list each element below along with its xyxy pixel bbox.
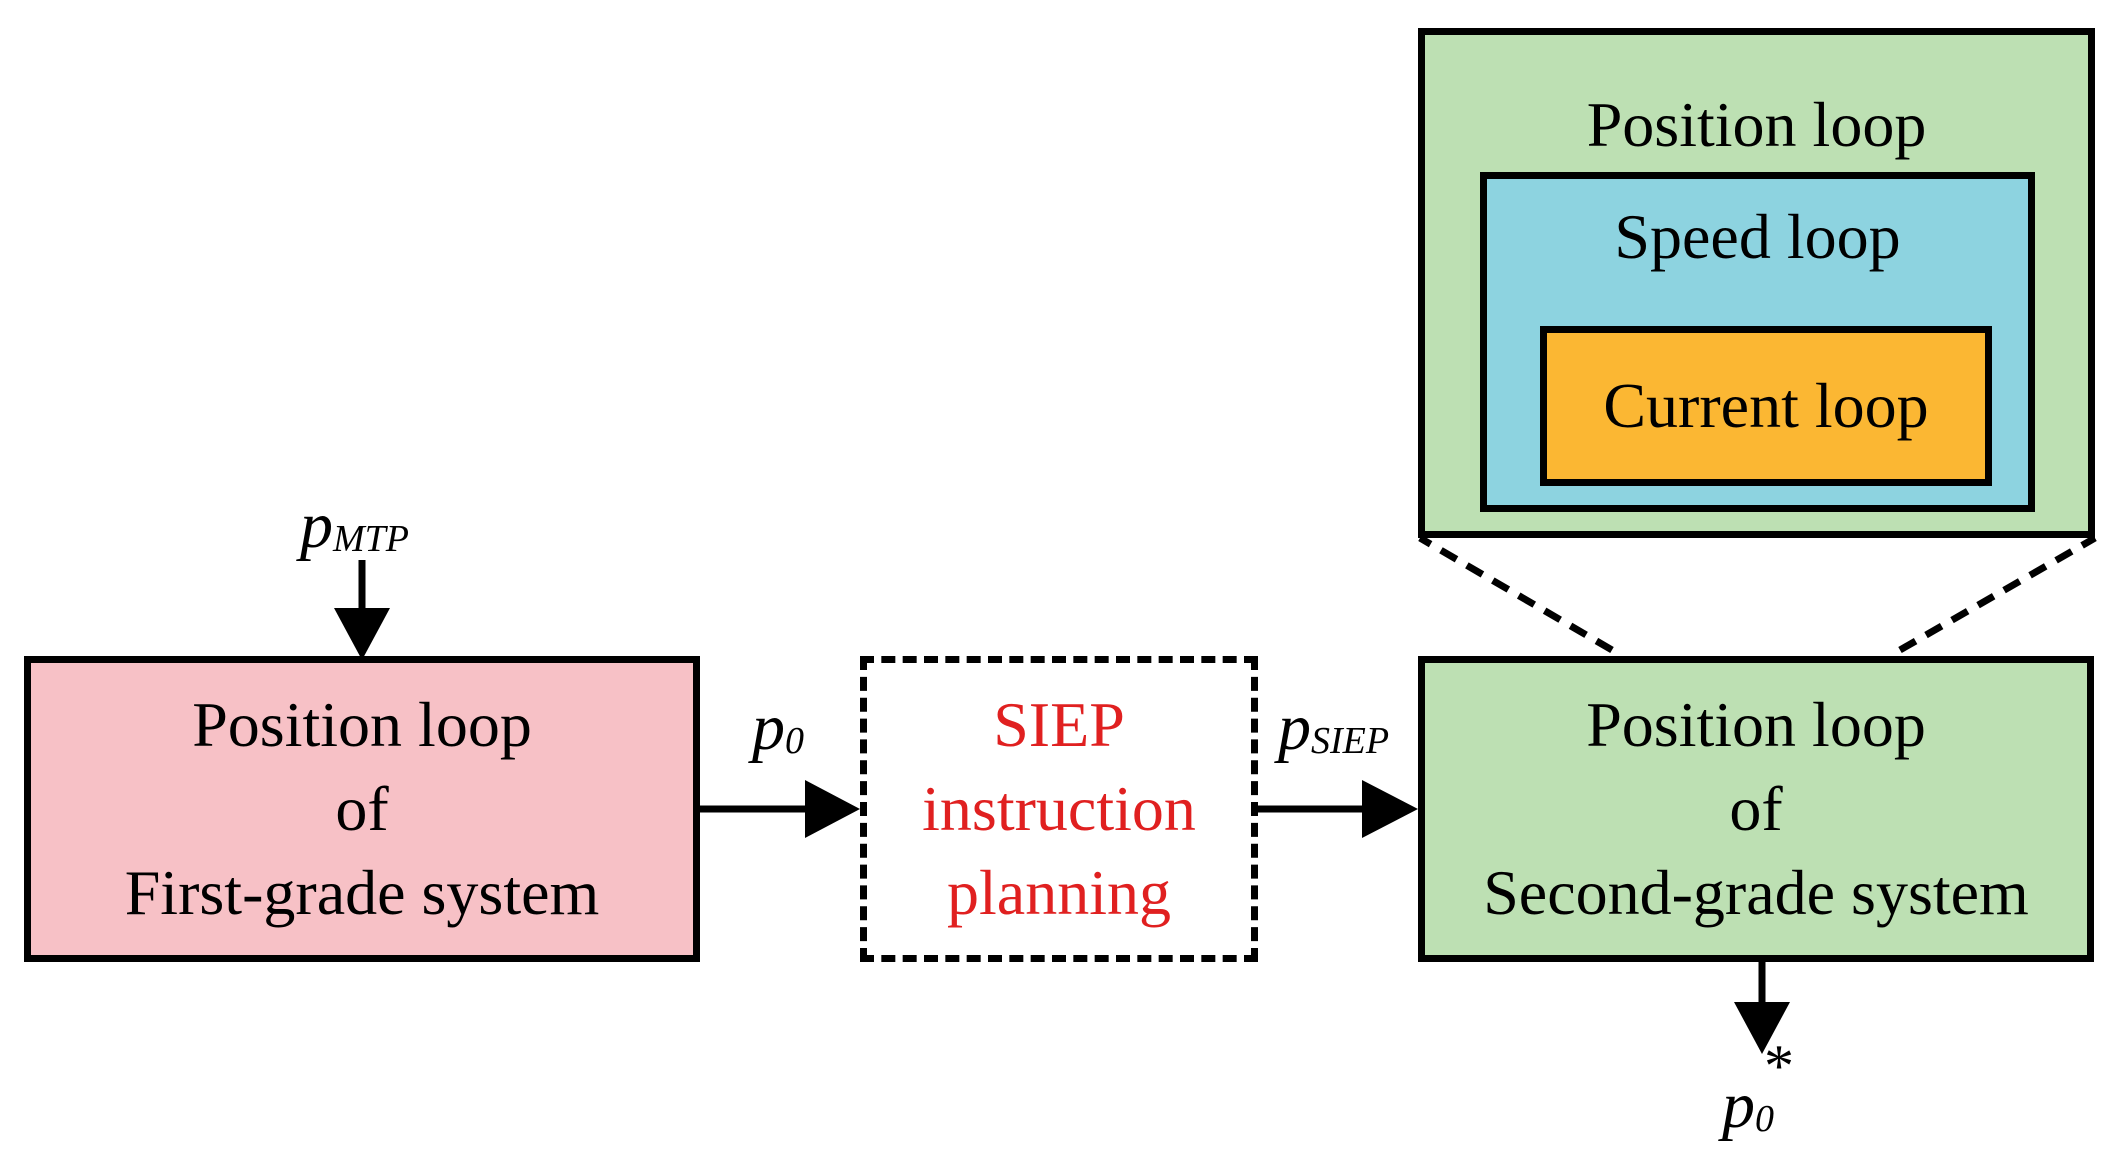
signal-p-0-star-symbol: p	[1722, 1069, 1755, 1142]
signal-p-mtp-subscript: MTP	[333, 518, 409, 560]
zoom-line-right	[1898, 534, 2097, 654]
speed-loop-label: Speed loop	[1614, 201, 1901, 272]
first-grade-line-2: of	[335, 773, 389, 844]
signal-p-0-subscript: 0	[785, 720, 804, 762]
signal-p-0-star: p0*	[1722, 1033, 1794, 1144]
second-grade-line-2: of	[1729, 773, 1783, 844]
planning-line-2: instruction	[922, 773, 1196, 844]
signal-p-0-symbol: p	[752, 691, 785, 764]
first-grade-line-1: Position loop	[192, 689, 532, 760]
planning-line-1: SIEP	[993, 689, 1125, 760]
signal-p-0-star-subscript: 0	[1755, 1098, 1774, 1140]
signal-p-mtp-symbol: p	[300, 489, 333, 562]
siep-instruction-planning-block: SIEP instruction planning	[860, 656, 1258, 962]
p0-arrowhead	[805, 780, 860, 838]
current-loop-detail: Current loop	[1540, 326, 1992, 486]
psiep-arrowhead	[1362, 780, 1418, 838]
output-arrowhead	[1734, 1002, 1790, 1054]
first-grade-position-loop-block: Position loop of First-grade system	[24, 656, 700, 962]
signal-p-siep: pSIEP	[1278, 690, 1389, 766]
current-loop-label: Current loop	[1603, 370, 1929, 441]
signal-p-siep-subscript: SIEP	[1311, 720, 1390, 762]
second-grade-position-loop-block: Position loop of Second-grade system	[1418, 656, 2094, 962]
first-grade-line-3: First-grade system	[124, 857, 600, 928]
signal-p-siep-symbol: p	[1278, 691, 1311, 764]
position-loop-label: Position loop	[1586, 89, 1927, 160]
planning-line-3: planning	[947, 857, 1171, 928]
signal-p-mtp: pMTP	[300, 488, 409, 564]
zoom-line-left	[1418, 534, 1614, 654]
second-grade-line-1: Position loop	[1586, 689, 1926, 760]
position-loop-detail: Position loop Speed loop Current loop	[1418, 28, 2095, 538]
signal-p-0-star-superscript: *	[1764, 1033, 1794, 1099]
speed-loop-detail: Speed loop Current loop	[1480, 172, 2035, 512]
signal-p-0: p0	[752, 690, 804, 766]
second-grade-line-3: Second-grade system	[1483, 857, 2029, 928]
input-arrowhead	[334, 608, 390, 660]
